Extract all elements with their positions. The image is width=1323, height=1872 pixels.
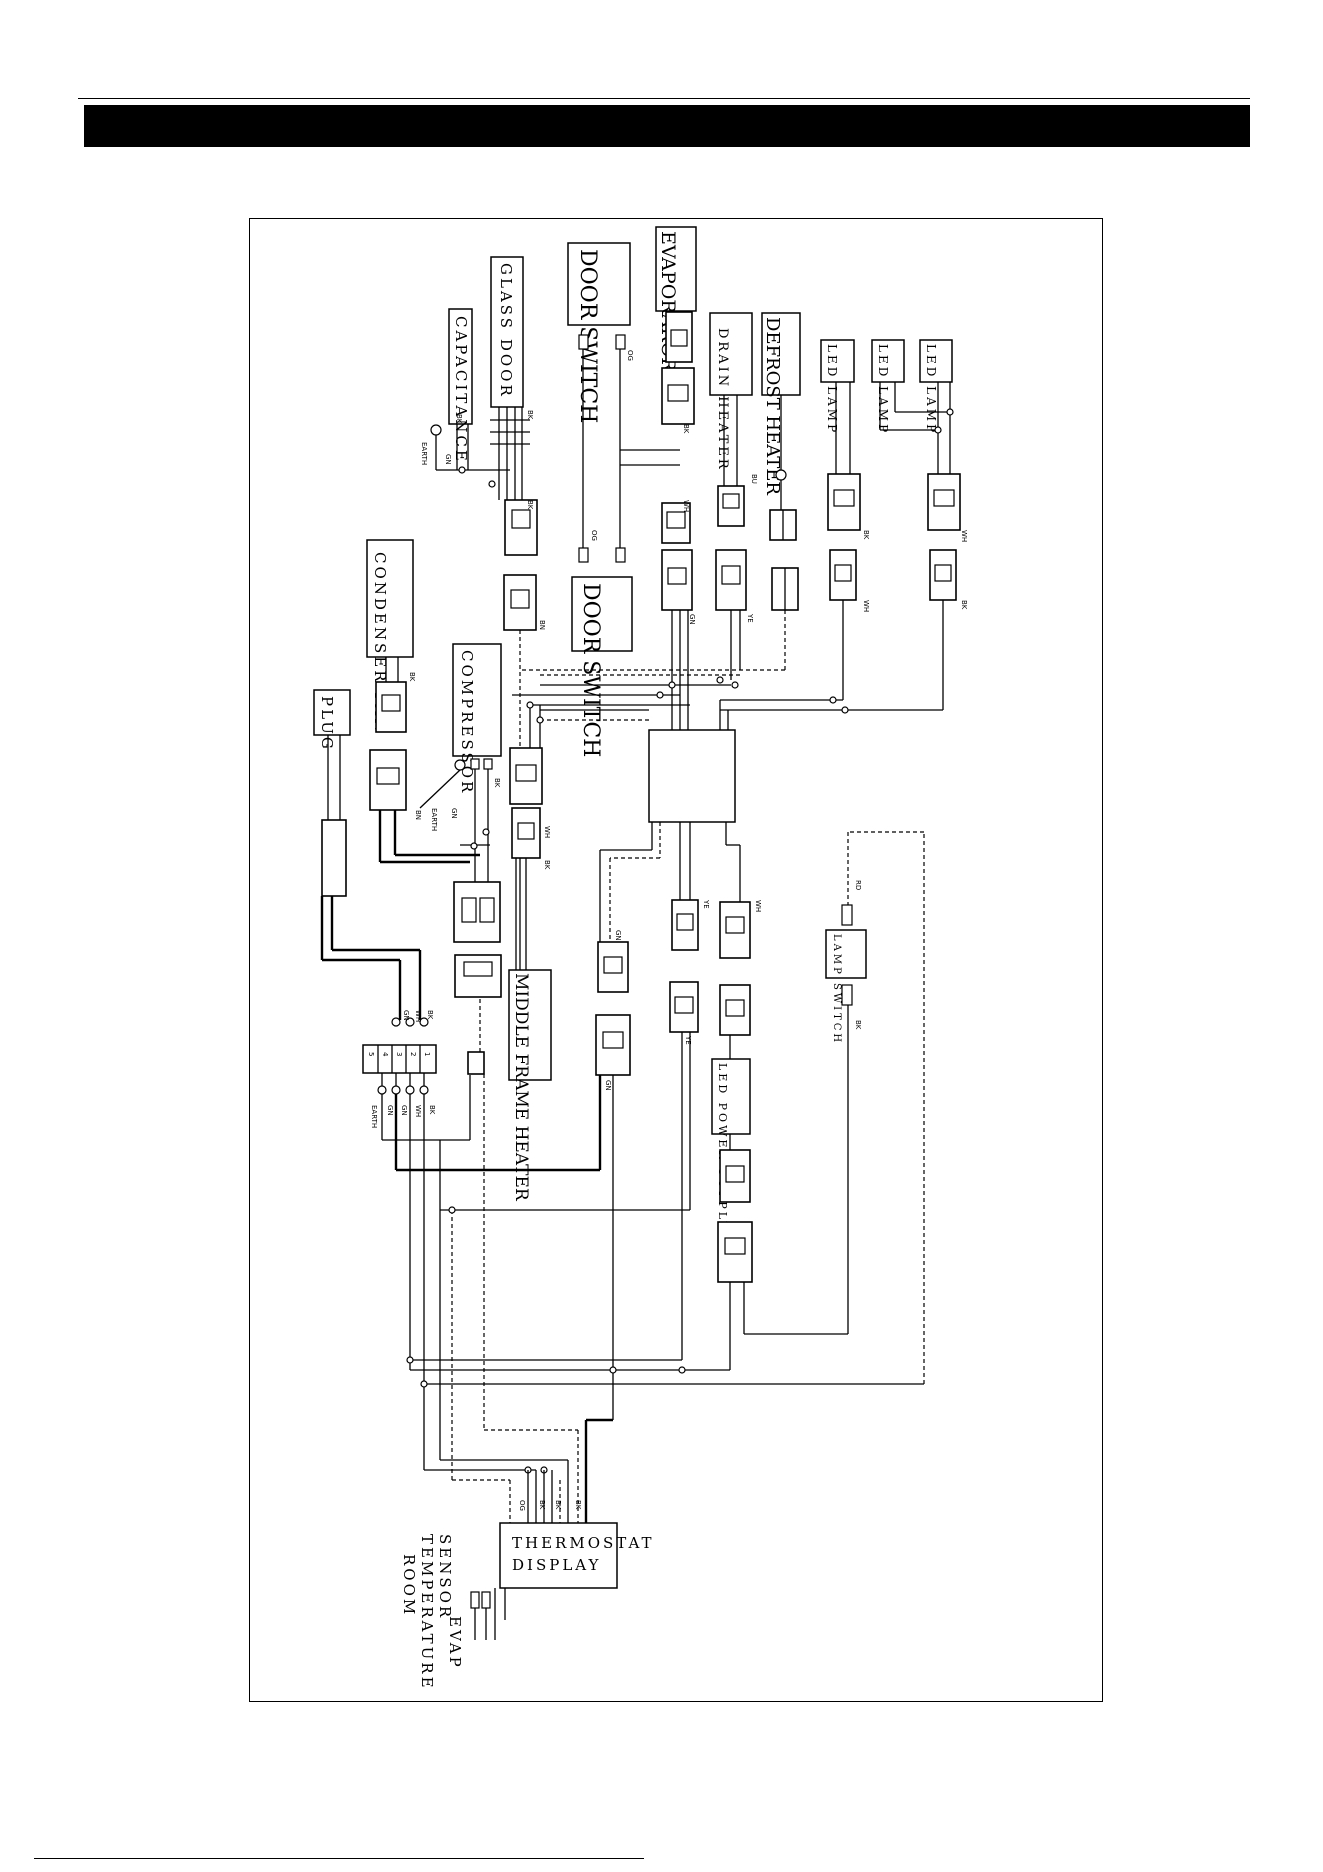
svg-text:BK: BK (574, 1500, 582, 1510)
led-lamp-3-label: LED LAMP (924, 344, 938, 435)
svg-text:BN: BN (538, 620, 546, 630)
room-temperature-sensor-label-2: TEMPERATURE (418, 1534, 436, 1691)
led-power-supply: LED POWER SUPPLY (711, 1058, 751, 1232)
svg-text:EARTH: EARTH (370, 1105, 378, 1128)
svg-text:WH: WH (543, 826, 551, 838)
svg-text:GN: GN (444, 454, 452, 465)
svg-text:WH: WH (754, 900, 762, 912)
svg-text:BK: BK (426, 1010, 434, 1020)
svg-text:GN: GN (402, 1010, 410, 1021)
lamp-switch: LAMP SWITCH (825, 929, 867, 1045)
svg-text:BK: BK (493, 778, 501, 788)
svg-text:BK: BK (408, 672, 416, 682)
svg-text:YE: YE (702, 899, 710, 909)
led-lamp-3: LED LAMP (919, 339, 953, 435)
thermostat-display-label-line1: THERMOSTAT (512, 1534, 654, 1552)
title-bar (84, 105, 1250, 147)
svg-text:WH: WH (414, 1010, 422, 1022)
svg-text:BN: BN (414, 810, 422, 820)
svg-text:3: 3 (395, 1052, 403, 1056)
svg-text:BK: BK (682, 424, 690, 434)
wires (320, 349, 954, 1523)
plug-label: PLUG (318, 696, 336, 752)
defrost-heater: DEFROST HEATER (761, 312, 801, 495)
lamp-switch-label: LAMP SWITCH (831, 934, 842, 1045)
glass-door-label: GLASS DOOR (497, 263, 515, 399)
led-lamp-2: LED LAMP (871, 339, 905, 435)
sensor-labels: ROOM TEMPERATURE SENSOR EVAP (400, 1534, 506, 1691)
svg-text:5: 5 (367, 1052, 375, 1056)
svg-text:EARTH: EARTH (420, 442, 428, 465)
thermostat-display-label-line2: DISPLAY (512, 1556, 601, 1574)
defrost-heater-label: DEFROST HEATER (762, 317, 783, 495)
svg-text:BK: BK (960, 600, 968, 610)
svg-text:GN: GN (386, 1105, 394, 1116)
svg-text:GN: GN (688, 614, 696, 625)
svg-text:YE: YE (684, 1035, 692, 1045)
svg-text:4: 4 (381, 1052, 389, 1057)
door-switch-top: DOOR SWITCH (567, 242, 631, 423)
svg-text:GN: GN (450, 808, 458, 819)
connectors (321, 311, 961, 1283)
plug: PLUG (313, 689, 351, 752)
compressor-label: COMPRESSOR (458, 650, 476, 795)
terminal-block: 5 4 3 2 1 (362, 1044, 437, 1074)
svg-text:BK: BK (554, 1500, 562, 1510)
svg-text:GN: GN (604, 1080, 612, 1091)
svg-text:BU: BU (750, 474, 758, 484)
svg-text:BK: BK (854, 1020, 862, 1030)
door-switch-bottom: DOOR SWITCH (571, 576, 633, 757)
svg-text:BK: BK (428, 1105, 436, 1115)
svg-text:GN: GN (400, 1105, 408, 1116)
led-lamp-2-label: LED LAMP (876, 344, 890, 435)
svg-text:BK: BK (538, 1500, 546, 1510)
compressor: COMPRESSOR (452, 643, 502, 795)
drain-heater-label: DRAIN HEATER (715, 328, 730, 472)
led-power-supply-label: LED POWER SUPPLY (716, 1063, 729, 1232)
thermostat-display: THERMOSTAT DISPLAY (499, 1522, 654, 1589)
diagram-frame (249, 218, 1103, 1702)
wire-code-labels: EARTH GN BK BK BK OG OG BK WH GN BU YE B… (370, 350, 968, 1511)
middle-frame-heater-label: MIDDLE FRAME HEATER (511, 973, 531, 1202)
svg-text:OG: OG (518, 1500, 526, 1511)
evap-label: EVAP (446, 1616, 464, 1670)
glass-door: GLASS DOOR (490, 256, 524, 408)
svg-text:WH: WH (960, 530, 968, 542)
header-rule (78, 98, 1250, 99)
drain-heater: DRAIN HEATER (709, 312, 753, 472)
svg-text:GN: GN (614, 930, 622, 941)
svg-text:EARTH: EARTH (430, 808, 438, 831)
svg-text:BK: BK (455, 414, 463, 424)
svg-text:2: 2 (409, 1052, 417, 1056)
door-switch-bottom-label: DOOR SWITCH (578, 583, 603, 757)
svg-text:OG: OG (590, 530, 598, 541)
svg-text:1: 1 (423, 1052, 431, 1056)
svg-text:WH: WH (414, 1105, 422, 1117)
svg-text:WH: WH (682, 500, 690, 512)
svg-text:OG: OG (626, 350, 634, 361)
room-temperature-sensor-label-3: SENSOR (436, 1534, 454, 1620)
svg-text:BK: BK (862, 530, 870, 540)
led-lamp-1: LED LAMP (820, 339, 855, 435)
svg-text:BK: BK (526, 500, 534, 510)
capacitance-label: CAPACITANCE (452, 316, 470, 464)
room-temperature-sensor-label-1: ROOM (400, 1554, 418, 1617)
middle-frame-heater: MIDDLE FRAME HEATER (508, 969, 552, 1202)
footer-rule (34, 1858, 644, 1859)
svg-text:BK: BK (526, 410, 534, 420)
main-controller-box (648, 729, 736, 823)
svg-text:BK: BK (543, 860, 551, 870)
svg-text:RD: RD (854, 880, 862, 890)
svg-text:WH: WH (862, 600, 870, 612)
led-lamp-1-label: LED LAMP (825, 344, 839, 435)
svg-text:YE: YE (746, 613, 754, 623)
